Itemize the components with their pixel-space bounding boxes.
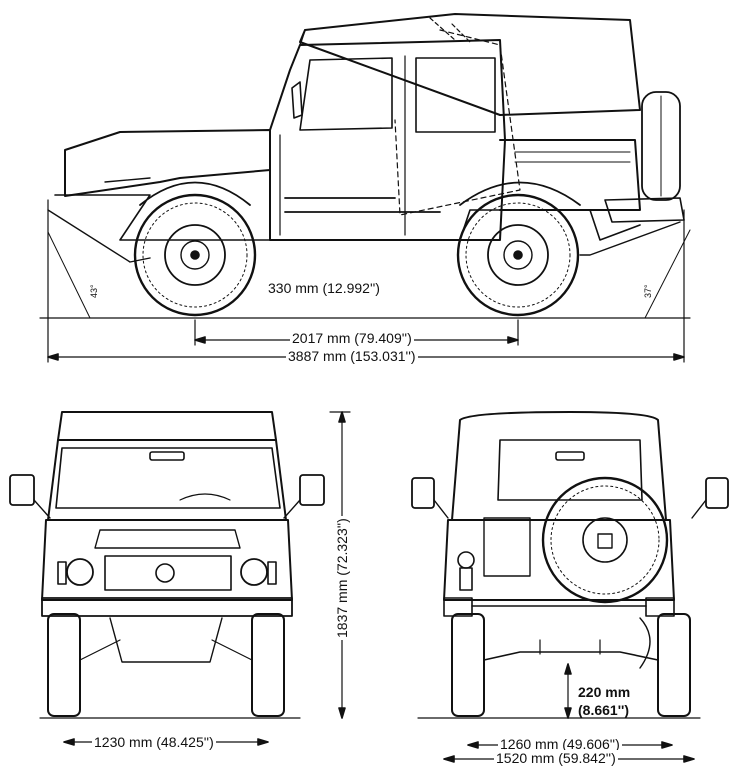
departure-angle-label: 37° [643,284,653,298]
rear-clearance-inch-label: (8.661'') [578,702,630,718]
overall-height-label: 1837 mm (72.323'') [334,516,350,640]
ground-clearance-side-label: 330 mm (12.992'') [266,280,382,296]
rear-track-label: 1260 mm (49.606'') [498,736,622,752]
wheelbase-label: 2017 mm (79.409'') [290,330,414,346]
side-view [39,13,691,363]
overall-width-label: 1520 mm (59.842'') [494,750,618,766]
front-track-label: 1230 mm (48.425'') [92,734,216,750]
overall-length-label: 3887 mm (153.031'') [286,348,418,364]
rear-view [411,411,729,763]
front-view [9,411,351,746]
approach-angle-label: 43° [89,284,99,298]
rear-clearance-label: 220 mm [578,684,631,700]
